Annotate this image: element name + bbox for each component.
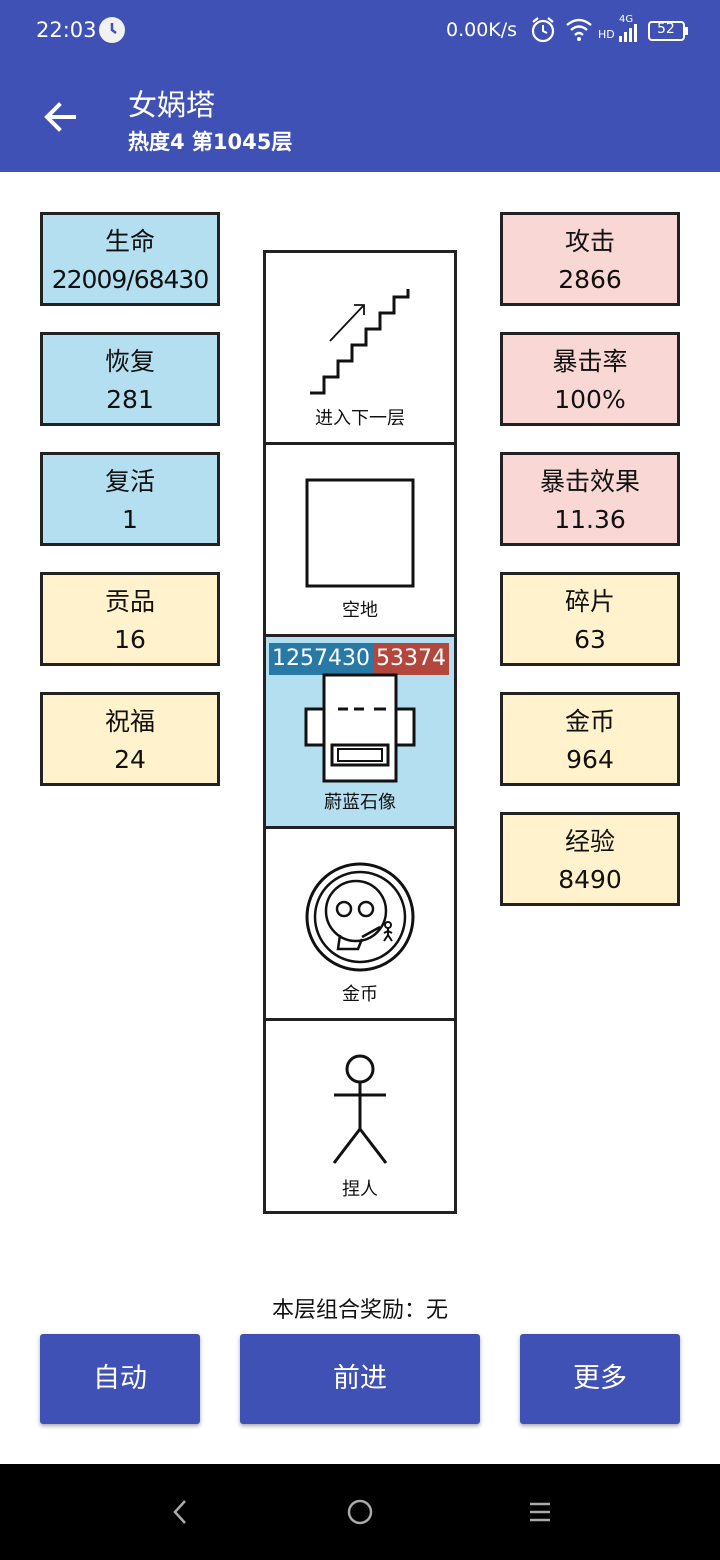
nav-back-icon[interactable] — [170, 1498, 190, 1526]
cell-caption: 捏人 — [342, 1179, 378, 1200]
statue-icon — [304, 673, 416, 783]
stat-revive: 复活 1 — [40, 452, 220, 546]
tower-cell-stairs[interactable]: 进入下一层 — [266, 253, 454, 445]
page-subtitle: 热度4 第1045层 — [128, 130, 293, 154]
stat-value: 964 — [566, 745, 614, 774]
stat-crit-rate: 暴击率 100% — [500, 332, 680, 426]
tower-column: 进入下一层 空地 1257430 53374 蔚蓝石像 — [263, 250, 457, 1214]
nav-home-icon[interactable] — [346, 1498, 374, 1526]
stat-value: 24 — [114, 745, 146, 774]
battery-icon — [648, 20, 690, 46]
arrow-left-icon — [44, 102, 76, 132]
tower-cell-character[interactable]: 捏人 — [266, 1021, 454, 1213]
stat-exp: 经验 8490 — [500, 812, 680, 906]
stat-gold: 金币 964 — [500, 692, 680, 786]
stairs-icon — [310, 289, 410, 395]
stat-fragments: 碎片 63 — [500, 572, 680, 666]
enemy-hp-tag: 1257430 — [269, 643, 373, 675]
cell-caption: 蔚蓝石像 — [324, 792, 396, 813]
stat-label: 暴击效果 — [539, 467, 640, 496]
wifi-icon — [565, 16, 593, 46]
cell-caption: 空地 — [342, 600, 378, 621]
net-speed: 0.00K/s — [446, 19, 518, 41]
stat-label: 祝福 — [104, 707, 155, 736]
stat-value: 11.36 — [554, 505, 626, 534]
stat-crit-effect: 暴击效果 11.36 — [500, 452, 680, 546]
stat-value: 63 — [574, 625, 606, 654]
signal-icon — [617, 22, 641, 46]
stat-value: 2866 — [558, 265, 622, 294]
signal-label: 4G — [619, 14, 634, 25]
stat-label: 攻击 — [564, 227, 615, 256]
system-nav-bar — [0, 1464, 720, 1560]
stat-attack: 攻击 2866 — [500, 212, 680, 306]
auto-button[interactable]: 自动 — [40, 1334, 200, 1424]
stat-label: 碎片 — [564, 587, 615, 616]
clock-badge-icon — [99, 17, 125, 43]
stat-label: 复活 — [104, 467, 155, 496]
stat-value: 1 — [122, 505, 138, 534]
stat-blessing: 祝福 24 — [40, 692, 220, 786]
tower-cell-coin[interactable]: 金币 — [266, 829, 454, 1021]
stat-label: 恢复 — [104, 347, 155, 376]
stat-value: 16 — [114, 625, 146, 654]
stat-value: 22009/68430 — [51, 265, 209, 294]
stat-tribute: 贡品 16 — [40, 572, 220, 666]
stat-value: 281 — [106, 385, 154, 414]
stat-label: 贡品 — [104, 587, 155, 616]
more-button[interactable]: 更多 — [520, 1334, 680, 1424]
stat-value: 100% — [554, 385, 626, 414]
hd-label: HD — [598, 28, 615, 41]
stick-figure-icon — [332, 1054, 388, 1164]
nav-menu-icon[interactable] — [528, 1500, 552, 1524]
stat-label: 暴击率 — [552, 347, 628, 376]
floor-reward-text: 本层组合奖励：无 — [271, 1298, 448, 1323]
forward-button[interactable]: 前进 — [240, 1334, 480, 1424]
coin-icon — [305, 862, 415, 972]
tower-cell-statue[interactable]: 1257430 53374 蔚蓝石像 — [266, 637, 454, 829]
stat-label: 经验 — [564, 827, 615, 856]
alarm-icon — [530, 16, 556, 48]
empty-square-icon — [305, 478, 415, 588]
stat-regen: 恢复 281 — [40, 332, 220, 426]
stat-label: 生命 — [104, 227, 155, 256]
status-bar: 22:03 0.00K/s HD 4G 52 — [0, 0, 720, 62]
cell-caption: 进入下一层 — [315, 408, 405, 429]
stat-label: 金币 — [564, 707, 615, 736]
cell-caption: 金币 — [342, 984, 378, 1005]
enemy-attack-tag: 53374 — [373, 643, 449, 675]
status-time: 22:03 — [36, 18, 97, 42]
stat-value: 8490 — [558, 865, 622, 894]
page-title: 女娲塔 — [128, 88, 216, 122]
battery-level: 52 — [657, 21, 675, 37]
stat-hp: 生命 22009/68430 — [40, 212, 220, 306]
tower-cell-empty[interactable]: 空地 — [266, 445, 454, 637]
app-bar: 女娲塔 热度4 第1045层 — [0, 62, 720, 172]
back-button[interactable] — [38, 94, 84, 140]
